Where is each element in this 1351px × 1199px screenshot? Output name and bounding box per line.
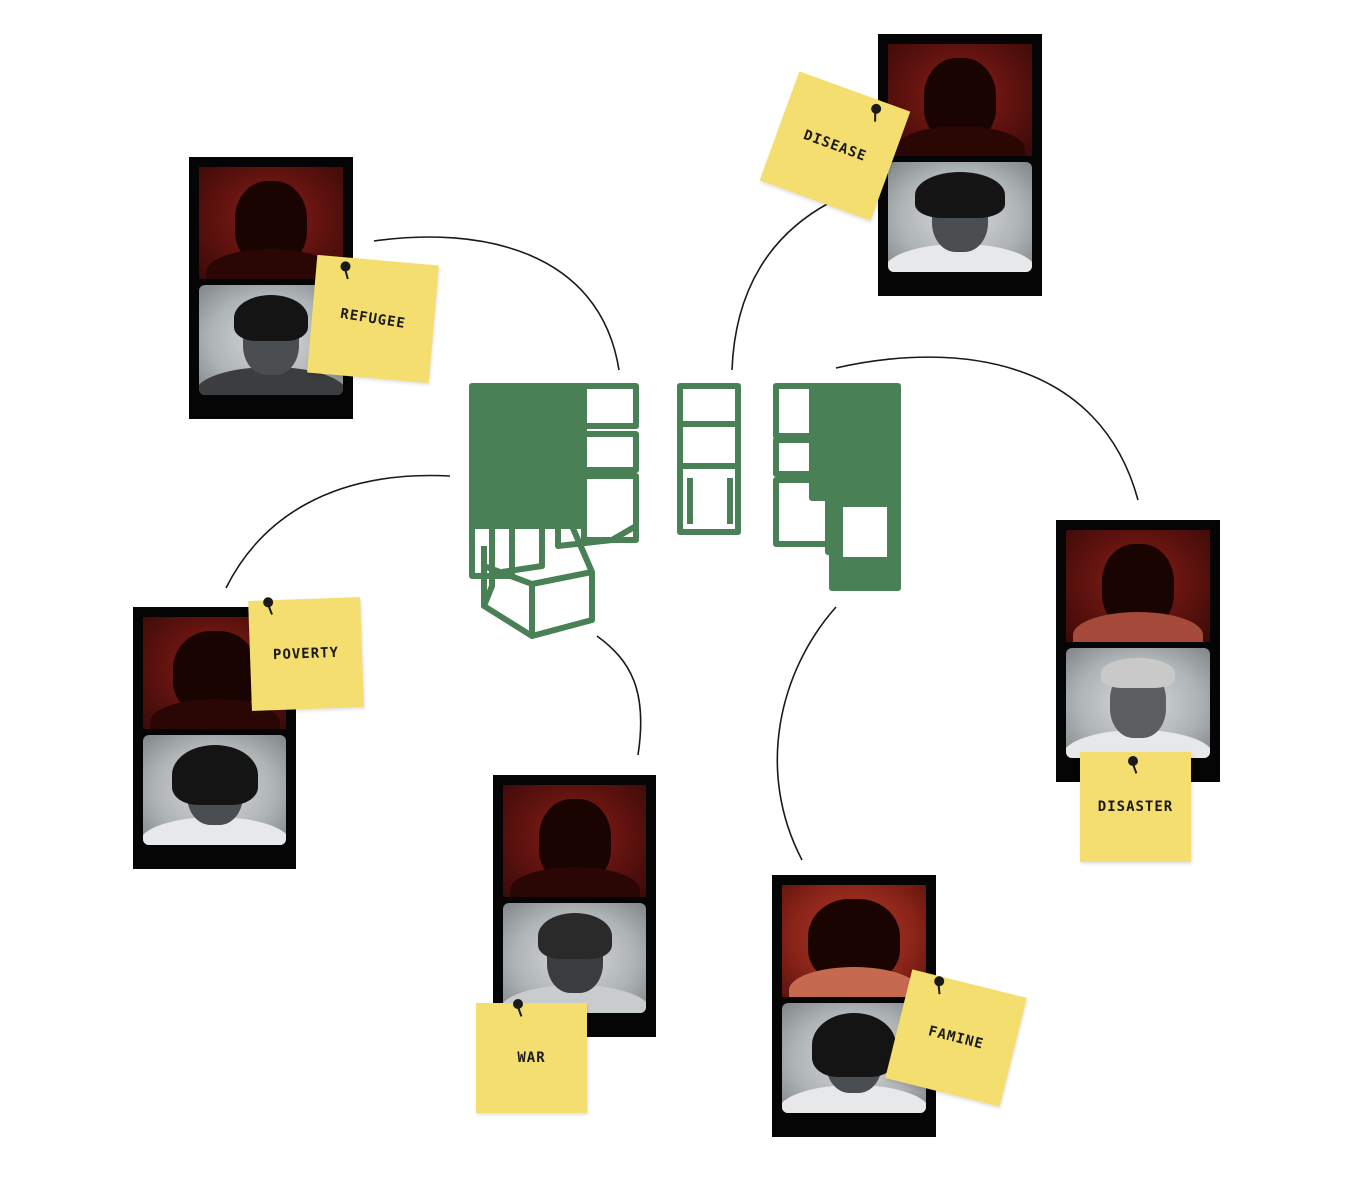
note-disaster: DISASTER xyxy=(1080,752,1191,862)
note-label: DISEASE xyxy=(801,127,869,165)
portrait-screen xyxy=(143,735,286,845)
tower-middle xyxy=(677,383,741,535)
red-screen xyxy=(199,167,343,279)
video-panel-disaster xyxy=(1056,520,1220,782)
connector-famine xyxy=(776,606,837,861)
connector-war xyxy=(596,635,642,756)
video-panel-poverty xyxy=(133,607,296,869)
note-label: POVERTY xyxy=(272,644,340,664)
red-screen xyxy=(1066,530,1210,642)
tower-left xyxy=(469,383,587,529)
red-screen xyxy=(888,44,1032,156)
video-panel-war xyxy=(493,775,656,1037)
connector-poverty xyxy=(225,474,451,589)
portrait-screen xyxy=(1066,648,1210,758)
connector-disease xyxy=(731,202,830,371)
note-war: WAR xyxy=(476,999,587,1113)
pin-icon xyxy=(513,999,523,1009)
portrait-screen xyxy=(888,162,1032,272)
note-label: FAMINE xyxy=(926,1023,986,1053)
pin-icon xyxy=(340,260,351,272)
portrait-screen xyxy=(503,903,646,1013)
connector-disaster xyxy=(835,356,1139,501)
note-poverty: POVERTY xyxy=(248,597,364,711)
video-panel-disease xyxy=(878,34,1042,296)
central-structure-icon xyxy=(469,383,901,639)
pin-icon xyxy=(263,597,274,608)
red-screen xyxy=(503,785,646,897)
pin-icon xyxy=(1128,756,1138,766)
note-label: DISASTER xyxy=(1097,799,1174,815)
red-screen xyxy=(782,885,926,997)
pin-icon xyxy=(933,975,946,988)
note-label: WAR xyxy=(517,1050,546,1066)
note-refugee: REFUGEE xyxy=(307,254,439,384)
portrait-screen xyxy=(199,285,343,395)
note-label: REFUGEE xyxy=(339,305,407,333)
pin-icon xyxy=(869,102,883,116)
connector-refugee xyxy=(373,236,620,371)
